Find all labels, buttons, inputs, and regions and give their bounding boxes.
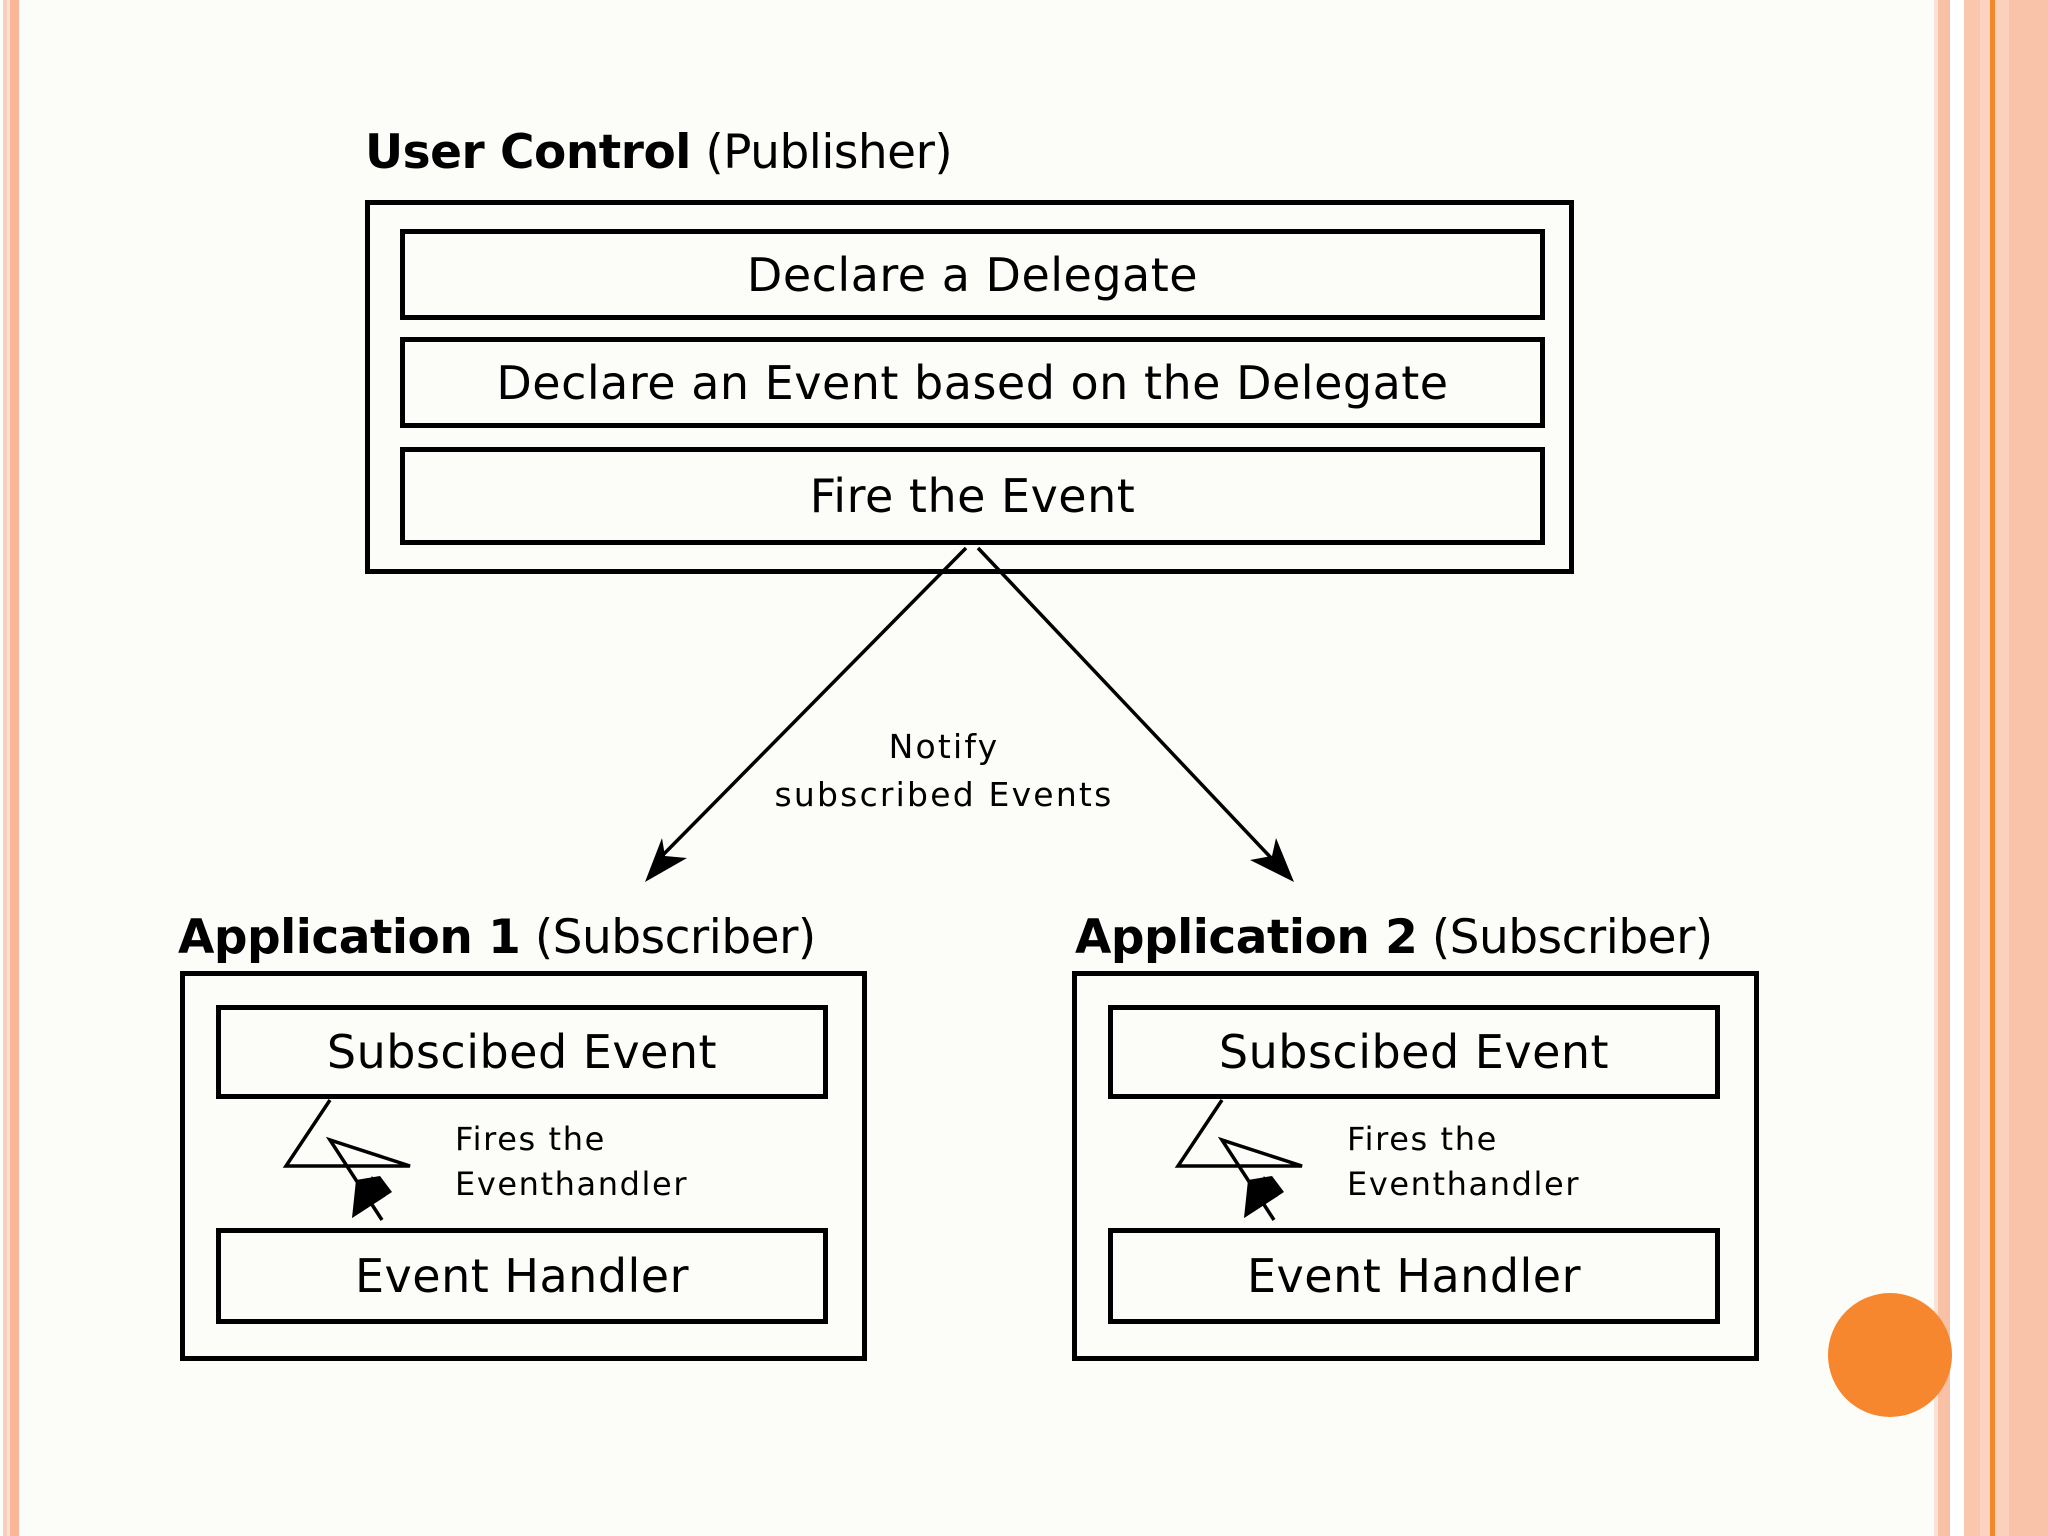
publisher-step-box-2[interactable]: Declare an Event based on the Delegate	[400, 337, 1545, 428]
subscriber-1-fires-line-1: Fires the	[455, 1120, 606, 1158]
subscriber-1-container-box	[180, 971, 867, 1361]
subscriber-1-title-strong: Application 1	[178, 910, 521, 965]
notify-label-line-2: subscribed Events	[774, 775, 1114, 814]
subscriber-1-handler-label: Event Handler	[354, 1249, 690, 1303]
subscriber-1-handler-box[interactable]: Event Handler	[216, 1228, 828, 1324]
publisher-title-light: (Publisher)	[705, 125, 953, 180]
left-border-stripe-3	[10, 0, 19, 1536]
publisher-step-box-3[interactable]: Fire the Event	[400, 447, 1545, 545]
left-border-stripe-1	[3, 0, 7, 1536]
subscriber-2-event-box[interactable]: Subscibed Event	[1108, 1005, 1720, 1099]
left-border-stripe-2	[7, 0, 10, 1536]
publisher-container-box	[365, 200, 1574, 574]
subscriber-2-container-box	[1072, 971, 1759, 1361]
publisher-title-strong: User Control	[365, 125, 691, 180]
right-border-accent-line	[1990, 0, 1995, 1536]
subscriber-2-event-label: Subscibed Event	[1218, 1025, 1610, 1079]
right-border-stripe-4	[1964, 0, 1980, 1536]
subscriber-2-handler-label: Event Handler	[1246, 1249, 1582, 1303]
publisher-step-box-1[interactable]: Declare a Delegate	[400, 229, 1545, 320]
subscriber-1-fires-label: Fires the Eventhandler	[455, 1117, 688, 1207]
notify-arrow-left	[645, 546, 968, 882]
subscriber-1-event-box[interactable]: Subscibed Event	[216, 1005, 828, 1099]
subscriber-2-handler-box[interactable]: Event Handler	[1108, 1228, 1720, 1324]
subscriber-2-title-light: (Subscriber)	[1431, 910, 1713, 965]
right-border-stripe-3	[1950, 0, 1964, 1536]
publisher-title: User Control (Publisher)	[365, 125, 953, 180]
subscriber-1-event-label: Subscibed Event	[326, 1025, 718, 1079]
notify-connector-label: Notify subscribed Events	[734, 723, 1154, 819]
subscriber-2-fires-line-2: Eventhandler	[1347, 1165, 1581, 1203]
subscriber-1-title: Application 1 (Subscriber)	[178, 910, 816, 965]
subscriber-1-title-light: (Subscriber)	[534, 910, 816, 965]
right-border-stripe-7	[1995, 0, 2009, 1536]
subscriber-2-fires-label: Fires the Eventhandler	[1347, 1117, 1580, 1207]
subscriber-1-fires-line-2: Eventhandler	[455, 1165, 689, 1203]
right-border-stripe-5	[1980, 0, 1990, 1536]
notify-arrow-right	[976, 546, 1294, 882]
notify-label-line-1: Notify	[888, 727, 1000, 766]
publisher-step-label-1: Declare a Delegate	[746, 247, 1199, 302]
right-border-stripe-2	[1938, 0, 1950, 1536]
publisher-step-label-2: Declare an Event based on the Delegate	[496, 355, 1449, 410]
right-border-stripe-8	[2009, 0, 2048, 1536]
subscriber-2-fires-line-1: Fires the	[1347, 1120, 1498, 1158]
subscriber-2-title-strong: Application 2	[1075, 910, 1418, 965]
orange-circle-decoration	[1828, 1293, 1952, 1417]
subscriber-2-title: Application 2 (Subscriber)	[1075, 910, 1713, 965]
publisher-step-label-3: Fire the Event	[809, 469, 1136, 523]
right-border-stripe-1	[1934, 0, 1938, 1536]
